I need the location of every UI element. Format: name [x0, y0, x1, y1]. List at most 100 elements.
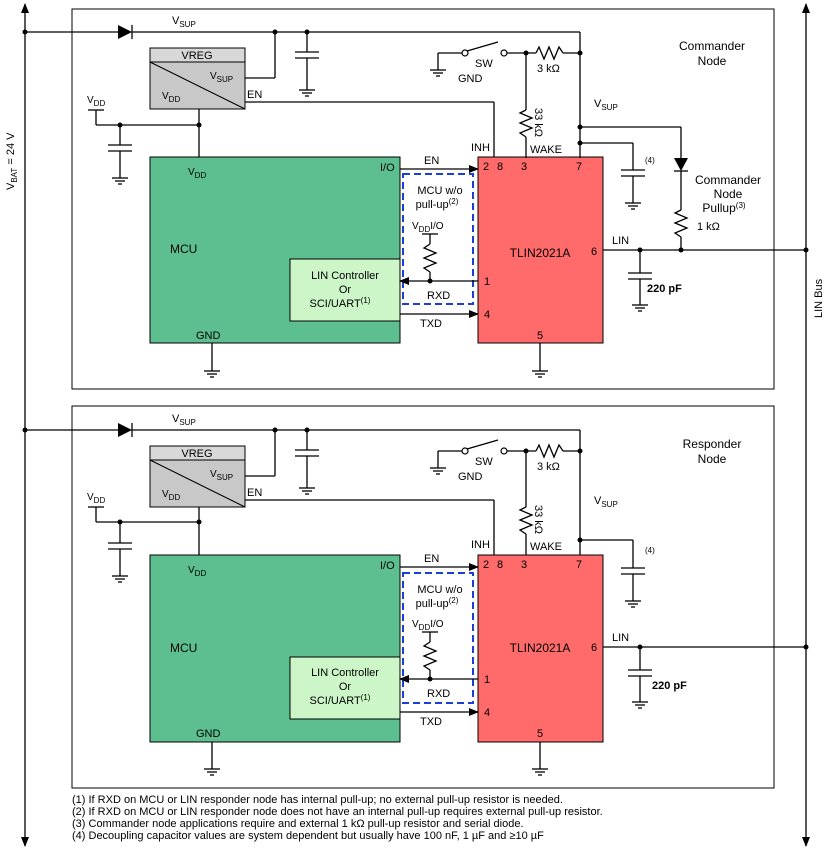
svg-text:LIN: LIN: [612, 632, 629, 644]
svg-text:3 kΩ: 3 kΩ: [537, 461, 560, 473]
vreg-label: VREG: [181, 50, 212, 62]
footnote-3: (3) Commander node applications require …: [72, 818, 524, 830]
svg-text:8: 8: [497, 161, 503, 173]
svg-text:pull-up(2): pull-up(2): [416, 197, 459, 211]
svg-text:SW: SW: [475, 456, 493, 468]
svg-text:8: 8: [497, 559, 503, 571]
svg-text:VDD: VDD: [87, 492, 105, 505]
svg-text:VDD: VDD: [162, 91, 180, 104]
svg-text:5: 5: [537, 728, 543, 740]
svg-text:Pullup(3): Pullup(3): [702, 201, 745, 215]
svg-text:SCI/UART(1): SCI/UART(1): [310, 693, 371, 707]
svg-text:MCU w/o: MCU w/o: [417, 584, 462, 596]
svg-text:6: 6: [591, 246, 597, 258]
svg-text:SCI/UART(1): SCI/UART(1): [310, 296, 371, 310]
responder-node: Responder Node VSUP VREG VSUP VDD EN INH…: [22, 405, 809, 789]
svg-text:RXD: RXD: [427, 688, 450, 700]
commander-node: Commander Node VSUP VREG VSUP VDD EN INH: [22, 8, 809, 390]
footnote-1: (1) If RXD on MCU or LIN responder node …: [72, 794, 563, 806]
svg-text:7: 7: [576, 161, 582, 173]
svg-text:Commander: Commander: [695, 173, 761, 187]
svg-text:SW: SW: [475, 58, 493, 70]
svg-text:MCU w/o: MCU w/o: [417, 185, 462, 197]
supply-diode: [118, 25, 132, 39]
chip-label: TLIN2021A: [510, 246, 571, 260]
commander-title: Commander: [679, 39, 745, 53]
pullup-dashed-box: [402, 572, 474, 704]
commander-frame: [71, 8, 775, 390]
svg-text:Node: Node: [714, 187, 743, 201]
svg-text:VDD: VDD: [188, 565, 206, 578]
svg-text:33 kΩ: 33 kΩ: [532, 505, 544, 534]
svg-text:Or: Or: [339, 284, 352, 296]
tlin2021a-chip: [477, 156, 604, 344]
svg-text:3: 3: [521, 161, 527, 173]
svg-text:1 kΩ: 1 kΩ: [697, 221, 720, 233]
svg-text:33 kΩ: 33 kΩ: [532, 108, 544, 137]
vbat-rail: VBAT = 24 V: [5, 3, 29, 847]
responder-title: Responder: [683, 437, 742, 451]
svg-text:4: 4: [484, 309, 490, 321]
svg-text:GND: GND: [196, 330, 221, 342]
svg-text:VSUP: VSUP: [594, 495, 618, 509]
svg-text:3: 3: [521, 559, 527, 571]
svg-text:GND: GND: [458, 471, 483, 483]
inh-label: INH: [471, 142, 490, 154]
svg-text:EN: EN: [424, 553, 439, 565]
svg-text:GND: GND: [196, 728, 221, 740]
lin-bus-rail: LIN Bus: [802, 3, 825, 847]
footnote-2: (2) If RXD on MCU or LIN responder node …: [72, 806, 603, 818]
svg-text:Or: Or: [339, 681, 352, 693]
svg-text:GND: GND: [458, 73, 483, 85]
svg-text:TXD: TXD: [420, 318, 442, 330]
lin-controller-block: [289, 656, 401, 720]
svg-text:3 kΩ: 3 kΩ: [537, 63, 560, 75]
pullup-dashed-box: [402, 173, 474, 305]
svg-text:Node: Node: [698, 452, 727, 466]
svg-text:EN: EN: [424, 155, 439, 167]
svg-text:(4): (4): [645, 546, 655, 555]
svg-text:WAKE: WAKE: [530, 541, 562, 553]
svg-text:I/O: I/O: [380, 560, 395, 572]
supply-diode: [118, 423, 132, 437]
vsup-label-top: VSUP: [172, 15, 196, 29]
svg-text:4: 4: [484, 707, 490, 719]
svg-text:LIN: LIN: [612, 235, 629, 247]
svg-text:7: 7: [576, 559, 582, 571]
svg-text:INH: INH: [471, 539, 490, 551]
svg-text:VSUP: VSUP: [594, 98, 618, 112]
svg-text:TLIN2021A: TLIN2021A: [510, 641, 571, 655]
svg-text:VSUP: VSUP: [210, 469, 233, 482]
svg-text:6: 6: [591, 642, 597, 654]
svg-text:VREG: VREG: [181, 448, 212, 460]
mcu-label: MCU: [170, 242, 197, 256]
svg-text:I/O: I/O: [380, 162, 395, 174]
svg-text:EN: EN: [247, 487, 262, 499]
svg-text:220 pF: 220 pF: [652, 680, 687, 692]
svg-text:1: 1: [484, 674, 490, 686]
svg-text:220 pF: 220 pF: [647, 283, 682, 295]
svg-text:MCU: MCU: [170, 641, 197, 655]
svg-text:pull-up(2): pull-up(2): [416, 596, 459, 610]
svg-text:2: 2: [483, 161, 489, 173]
svg-text:TXD: TXD: [420, 716, 442, 728]
svg-text:VDD: VDD: [162, 489, 180, 502]
svg-text:RXD: RXD: [427, 290, 450, 302]
vbat-label: VBAT = 24 V: [5, 132, 19, 190]
svg-text:WAKE: WAKE: [530, 144, 562, 156]
svg-text:VDDI/O: VDDI/O: [412, 221, 444, 234]
footnote-4: (4) Decoupling capacitor values are syst…: [72, 830, 544, 842]
svg-text:(4): (4): [645, 156, 655, 165]
svg-text:VSUP: VSUP: [172, 413, 196, 427]
svg-text:5: 5: [537, 330, 543, 342]
svg-text:VDDI/O: VDDI/O: [412, 619, 444, 632]
footnotes: (1) If RXD on MCU or LIN responder node …: [72, 794, 603, 842]
svg-text:VSUP: VSUP: [210, 71, 233, 84]
responder-frame: [71, 405, 775, 789]
svg-text:VDD: VDD: [87, 95, 105, 108]
tlin2021a-chip: [477, 554, 604, 743]
svg-text:LIN Controller: LIN Controller: [311, 667, 379, 679]
lin-controller-block: [289, 258, 401, 322]
svg-text:Node: Node: [698, 54, 727, 68]
